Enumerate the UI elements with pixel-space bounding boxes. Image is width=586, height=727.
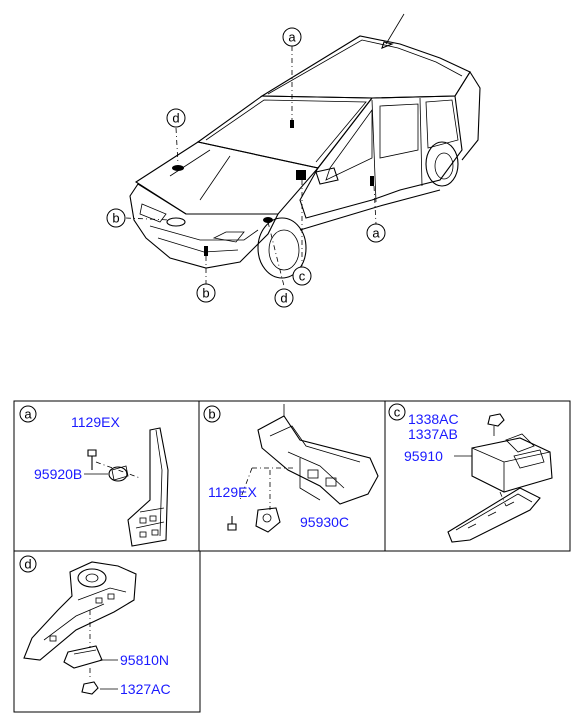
panel-a: a 1129EX 95920B <box>19 405 169 547</box>
part-label-95910: 95910 <box>404 448 443 464</box>
callout-c-bottom: c <box>292 266 312 286</box>
part-label-1129ex-b: 1129EX <box>208 484 257 500</box>
panel-frame <box>13 400 571 713</box>
callout-a-top: a <box>282 27 302 47</box>
callout-d-left: d <box>166 108 186 128</box>
sensor-mark-fender <box>263 217 273 223</box>
panel-b: b 1129EX 95930C <box>203 404 379 533</box>
panel-b-letter: b <box>208 407 215 422</box>
callout-d-left-text: d <box>172 111 179 126</box>
callout-d-bottom: d <box>274 288 294 308</box>
sensor-mark-door <box>370 176 374 186</box>
panel-c: c 1338AC 1337AB 95910 <box>388 403 553 543</box>
panel-d: d 95810N 1327AC <box>19 555 171 697</box>
panel-a-letter: a <box>24 407 32 422</box>
part-label-95920b: 95920B <box>34 466 82 482</box>
panel-d-letter: d <box>24 557 31 572</box>
part-label-1337ab: 1337AB <box>408 426 458 442</box>
callout-c-bottom-text: c <box>299 269 306 284</box>
callout-d-bottom-text: d <box>280 291 287 306</box>
sensor-mark-roof <box>290 120 294 128</box>
part-label-1129ex-a: 1129EX <box>71 414 120 430</box>
callout-b-bottom-text: b <box>202 286 209 301</box>
part-label-1327ac: 1327AC <box>120 681 171 697</box>
callout-a-right-text: a <box>372 226 380 241</box>
sensor-mark-front <box>204 246 208 256</box>
car-illustration <box>125 13 481 287</box>
sensor-mark-center <box>296 170 306 180</box>
callout-a-top-text: a <box>288 30 296 45</box>
part-label-95810n: 95810N <box>120 652 169 668</box>
callout-a-right: a <box>366 223 386 243</box>
callout-b-left: b <box>106 208 126 228</box>
callout-b-bottom: b <box>196 283 216 303</box>
panel-c-letter: c <box>394 405 401 420</box>
callout-b-left-text: b <box>112 211 119 226</box>
part-label-1338ac: 1338AC <box>408 411 459 427</box>
part-label-95930c: 95930C <box>300 514 349 530</box>
sensor-mark-hood <box>172 165 184 171</box>
